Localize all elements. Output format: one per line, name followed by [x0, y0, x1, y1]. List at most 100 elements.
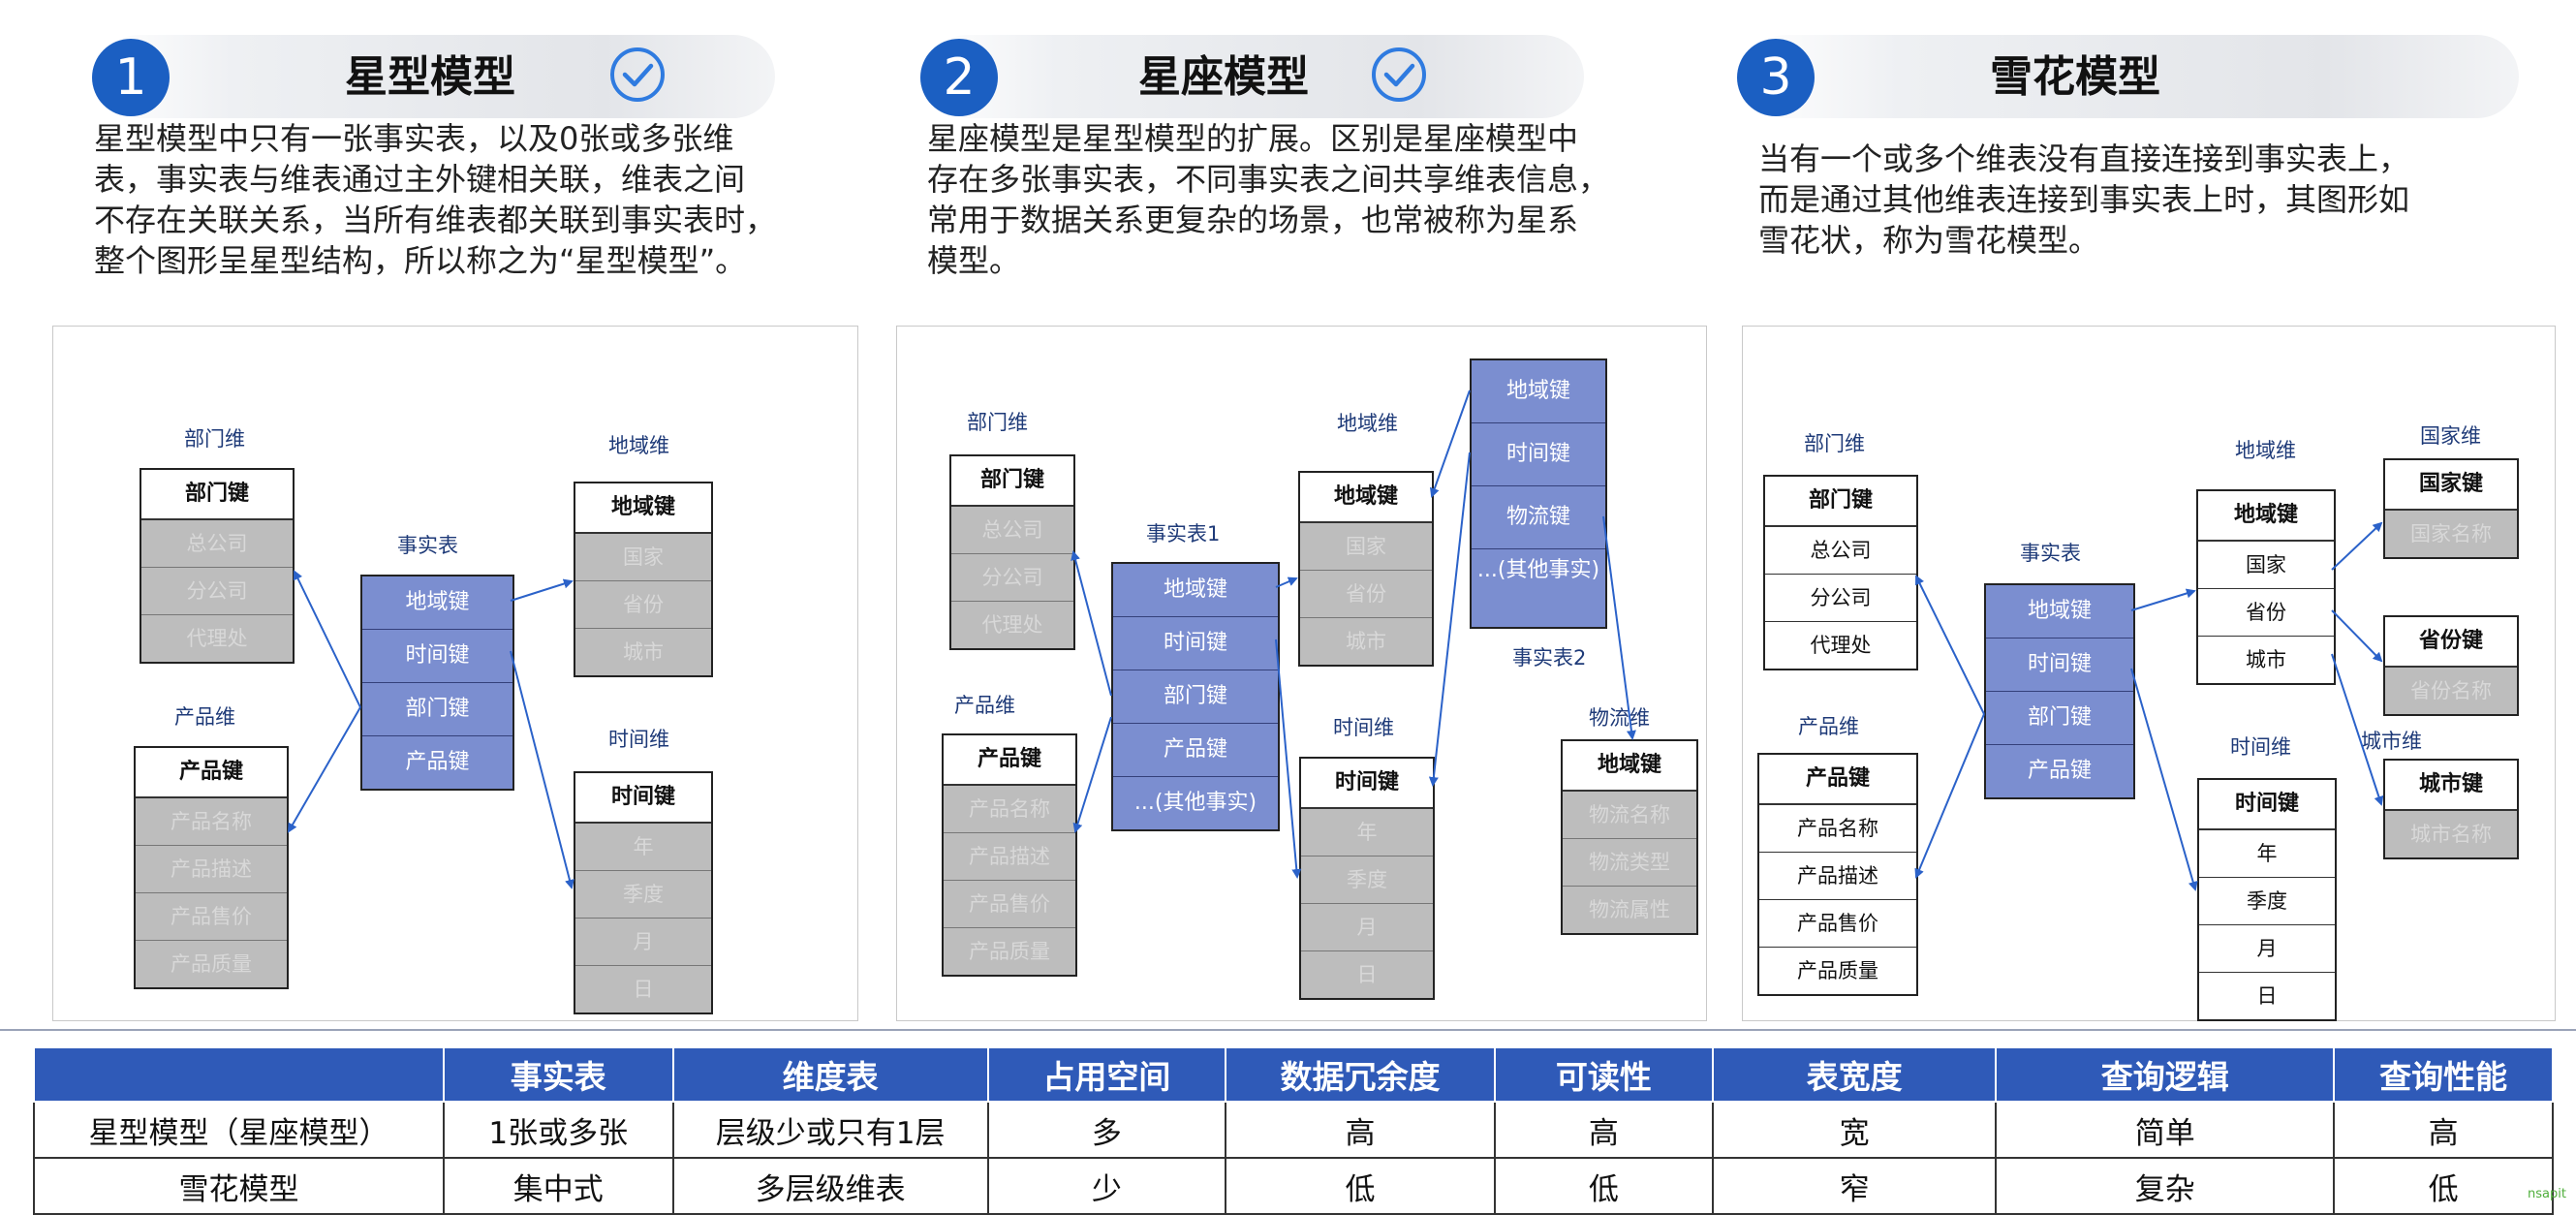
dimension-field: 省份	[575, 581, 711, 629]
relationship-arrow	[1914, 713, 1985, 879]
dimension-field: 月	[2199, 925, 2335, 973]
column-header: 查询逻辑	[1995, 1048, 2336, 1103]
section-1-number-badge: 1	[92, 39, 170, 116]
dimension-field: 产品名称	[1759, 805, 1916, 853]
section-3-header	[1744, 35, 2519, 118]
dimension-table-time: 时间键 年 季度 月 日	[574, 771, 713, 1014]
column-header: 表宽度	[1711, 1048, 1998, 1103]
column-header	[33, 1048, 445, 1103]
primary-key: 部门键	[1765, 477, 1916, 527]
relationship-arrows	[287, 389, 2384, 891]
dimension-field: 省份	[2198, 589, 2334, 637]
dimension-label: 部门维	[1804, 432, 1865, 455]
dimension-table-product: 产品键 产品名称 产品描述 产品售价 产品质量	[1757, 753, 1918, 996]
check-circle-icon	[1372, 47, 1426, 102]
relationship-arrow	[510, 578, 574, 602]
table-row: 雪花模型 集中式 多层级维表 少 低 低 窄 复杂 低	[33, 1157, 2554, 1215]
dimension-table-region: 地域键 国家 省份 城市	[574, 482, 713, 677]
table-cell: 宽	[1711, 1101, 1998, 1159]
dimension-field: 产品质量	[944, 928, 1075, 975]
dimension-label: 时间维	[608, 728, 669, 751]
primary-key: 城市键	[2385, 761, 2517, 811]
foreign-key: 时间键	[1472, 423, 1605, 486]
sub-dimension-table-province: 省份键 省份名称	[2383, 615, 2519, 716]
table-cell: 低	[1225, 1157, 1496, 1215]
section-2-title: 星座模型	[1138, 52, 1309, 102]
foreign-key: 时间键	[1986, 639, 2133, 692]
dimension-table-region: 地域键 国家 省份 城市	[2196, 489, 2336, 685]
primary-key: 时间键	[2199, 780, 2335, 830]
dimension-label: 产品维	[954, 694, 1015, 717]
table-row: 星型模型（星座模型） 1张或多张 层级少或只有1层 多 高 高 宽 简单 高	[33, 1101, 2554, 1159]
dimension-label: 地域维	[2235, 439, 2296, 462]
foreign-key: 地域键	[1113, 564, 1278, 617]
relationship-arrow	[510, 650, 574, 889]
dimension-field: 城市	[1300, 618, 1432, 665]
primary-key: 地域键	[575, 483, 711, 534]
foreign-key: 时间键	[362, 630, 512, 683]
primary-key: 时间键	[1301, 759, 1433, 809]
dimension-field: 产品名称	[944, 786, 1075, 833]
relationship-arrow	[1275, 639, 1302, 879]
relationship-arrow	[1275, 576, 1298, 588]
dimension-table-product: 产品键 产品名称 产品描述 产品售价 产品质量	[134, 746, 289, 989]
dimension-label: 地域维	[608, 434, 669, 457]
primary-key: 国家键	[2385, 460, 2517, 511]
dimension-field: 产品质量	[136, 941, 287, 987]
primary-key: 省份键	[2385, 617, 2517, 668]
comparison-table: 事实表 维度表 占用空间 数据冗余度 可读性 表宽度 查询逻辑 查询性能 星型模…	[33, 1048, 2554, 1215]
fact-label: 事实表	[2020, 542, 2081, 565]
relationship-arrow	[1072, 716, 1112, 833]
dimension-field: 日	[1301, 951, 1433, 998]
table-cell: 窄	[1711, 1157, 1998, 1215]
dimension-field: 物流类型	[1563, 839, 1696, 887]
relationship-arrow	[1915, 575, 1985, 715]
dimension-table-logistics: 地域键 物流名称 物流类型 物流属性	[1561, 739, 1698, 935]
column-header: 维度表	[671, 1048, 989, 1103]
dimension-label: 部门维	[184, 427, 245, 451]
dimension-field: 日	[575, 966, 711, 1012]
foreign-key: 地域键	[1472, 360, 1605, 423]
divider	[0, 1029, 2576, 1031]
dimension-label: 城市维	[2361, 730, 2422, 753]
relationship-arrow	[2331, 653, 2384, 806]
column-header: 事实表	[442, 1048, 674, 1103]
primary-key: 产品键	[944, 735, 1075, 786]
relationship-arrow	[293, 570, 361, 708]
relationship-arrow	[1428, 452, 1471, 787]
primary-key: 部门键	[141, 470, 293, 520]
dimension-table-dept: 部门键 总公司 分公司 代理处	[140, 468, 295, 664]
dimension-label: 时间维	[2230, 735, 2291, 759]
dimension-label: 时间维	[1333, 716, 1394, 739]
table-cell: 低	[2333, 1157, 2554, 1215]
foreign-key: 产品键	[2027, 759, 2092, 783]
table-cell: 高	[1494, 1101, 1714, 1159]
dimension-field: 年	[2199, 830, 2335, 878]
dimension-label: 国家维	[2420, 424, 2481, 448]
table-cell: 星型模型（星座模型）	[33, 1101, 445, 1159]
check-circle-icon	[610, 47, 665, 102]
dimension-table-product: 产品键 产品名称 产品描述 产品售价 产品质量	[942, 733, 1077, 977]
column-header: 数据冗余度	[1225, 1048, 1496, 1103]
dimension-field: 月	[575, 919, 711, 966]
relationship-arrow	[2130, 588, 2196, 611]
primary-key: 地域键	[1300, 473, 1432, 523]
dimension-field: 产品售价	[1759, 900, 1916, 948]
relationship-arrow	[1071, 550, 1112, 697]
dimension-field: 总公司	[141, 520, 293, 568]
table-cell: 高	[1225, 1101, 1496, 1159]
dimension-table-region: 地域键 国家 省份 城市	[1298, 471, 1434, 667]
section-3-title: 雪花模型	[1990, 52, 2160, 102]
fact-measures: ...(其他事实)	[1476, 558, 1600, 582]
dimension-field: 省份名称	[2385, 668, 2517, 714]
primary-key: 地域键	[2198, 491, 2334, 542]
dimension-field: 季度	[2199, 878, 2335, 925]
dimension-field: 产品售价	[136, 893, 287, 941]
foreign-key: 部门键	[1986, 692, 2133, 745]
dimension-field: 代理处	[1765, 622, 1916, 669]
primary-key: 时间键	[575, 773, 711, 824]
dimension-field: 产品售价	[944, 881, 1075, 928]
primary-key: 产品键	[1759, 755, 1916, 805]
section-1-title: 星型模型	[345, 52, 515, 102]
table-cell: 简单	[1995, 1101, 2336, 1159]
